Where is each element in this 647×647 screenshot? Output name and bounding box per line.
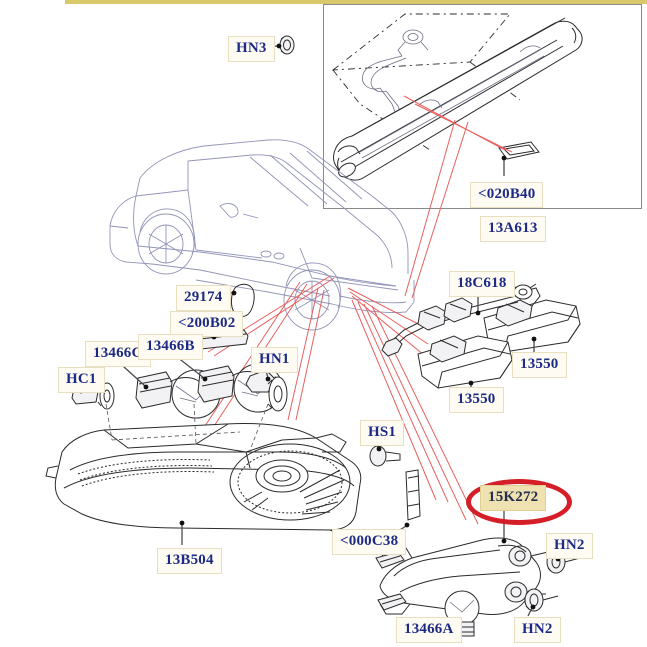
label-15k272[interactable]: 15K272: [480, 485, 547, 511]
stop-lamp-nut: [280, 36, 294, 54]
label-hn2-bottom[interactable]: HN2: [514, 617, 561, 643]
leader-dots: [78, 43, 561, 623]
label-hn1[interactable]: HN1: [251, 347, 298, 373]
label-hn3[interactable]: HN3: [228, 36, 275, 62]
label-13466a[interactable]: 13466A: [396, 617, 462, 643]
headlamp-screw: [370, 446, 400, 466]
label-18c618[interactable]: 18C618: [449, 271, 515, 297]
label-13466c[interactable]: 13466C: [85, 341, 151, 367]
vehicle-line-drawing: [110, 140, 414, 330]
fog-lamp-nut-lower: [525, 589, 558, 611]
label-29174[interactable]: 29174: [176, 285, 231, 311]
label-13550-right[interactable]: 13550: [512, 352, 567, 378]
label-13a613[interactable]: 13A613: [480, 216, 546, 242]
spoiler-outline-dashed: [333, 14, 520, 150]
number-plate-lamp-wiring: [382, 282, 536, 356]
label-000c38[interactable]: <000C38: [332, 529, 407, 555]
label-020b40[interactable]: <020B40: [470, 182, 544, 208]
stop-lamp-gasket: [499, 142, 539, 159]
label-hc1[interactable]: HC1: [58, 367, 105, 393]
label-13b504[interactable]: 13B504: [157, 548, 222, 574]
headlamp-assembly: [46, 404, 361, 536]
headlamp-clip: [406, 470, 420, 520]
label-200b02[interactable]: <200B02: [170, 311, 244, 337]
inset-gasket-rays: [404, 96, 512, 152]
high-mounted-stop-lamp: [334, 18, 582, 180]
label-13550-left[interactable]: 13550: [449, 387, 504, 413]
label-hn2-top[interactable]: HN2: [546, 533, 593, 559]
rear-reflector: [231, 284, 254, 316]
highlight-ellipse: [466, 479, 572, 525]
high-mount-stop-lamp-inset-frame: [323, 4, 642, 209]
label-hs1[interactable]: HS1: [360, 420, 405, 446]
headlamp-nut: [246, 370, 287, 411]
number-plate-lamp-right: [484, 288, 580, 352]
front-fog-lamp: [376, 538, 548, 614]
top-gold-rule: [65, 0, 647, 4]
number-plate-lamp-left: [418, 336, 512, 388]
label-13466b[interactable]: 13466B: [138, 334, 203, 360]
